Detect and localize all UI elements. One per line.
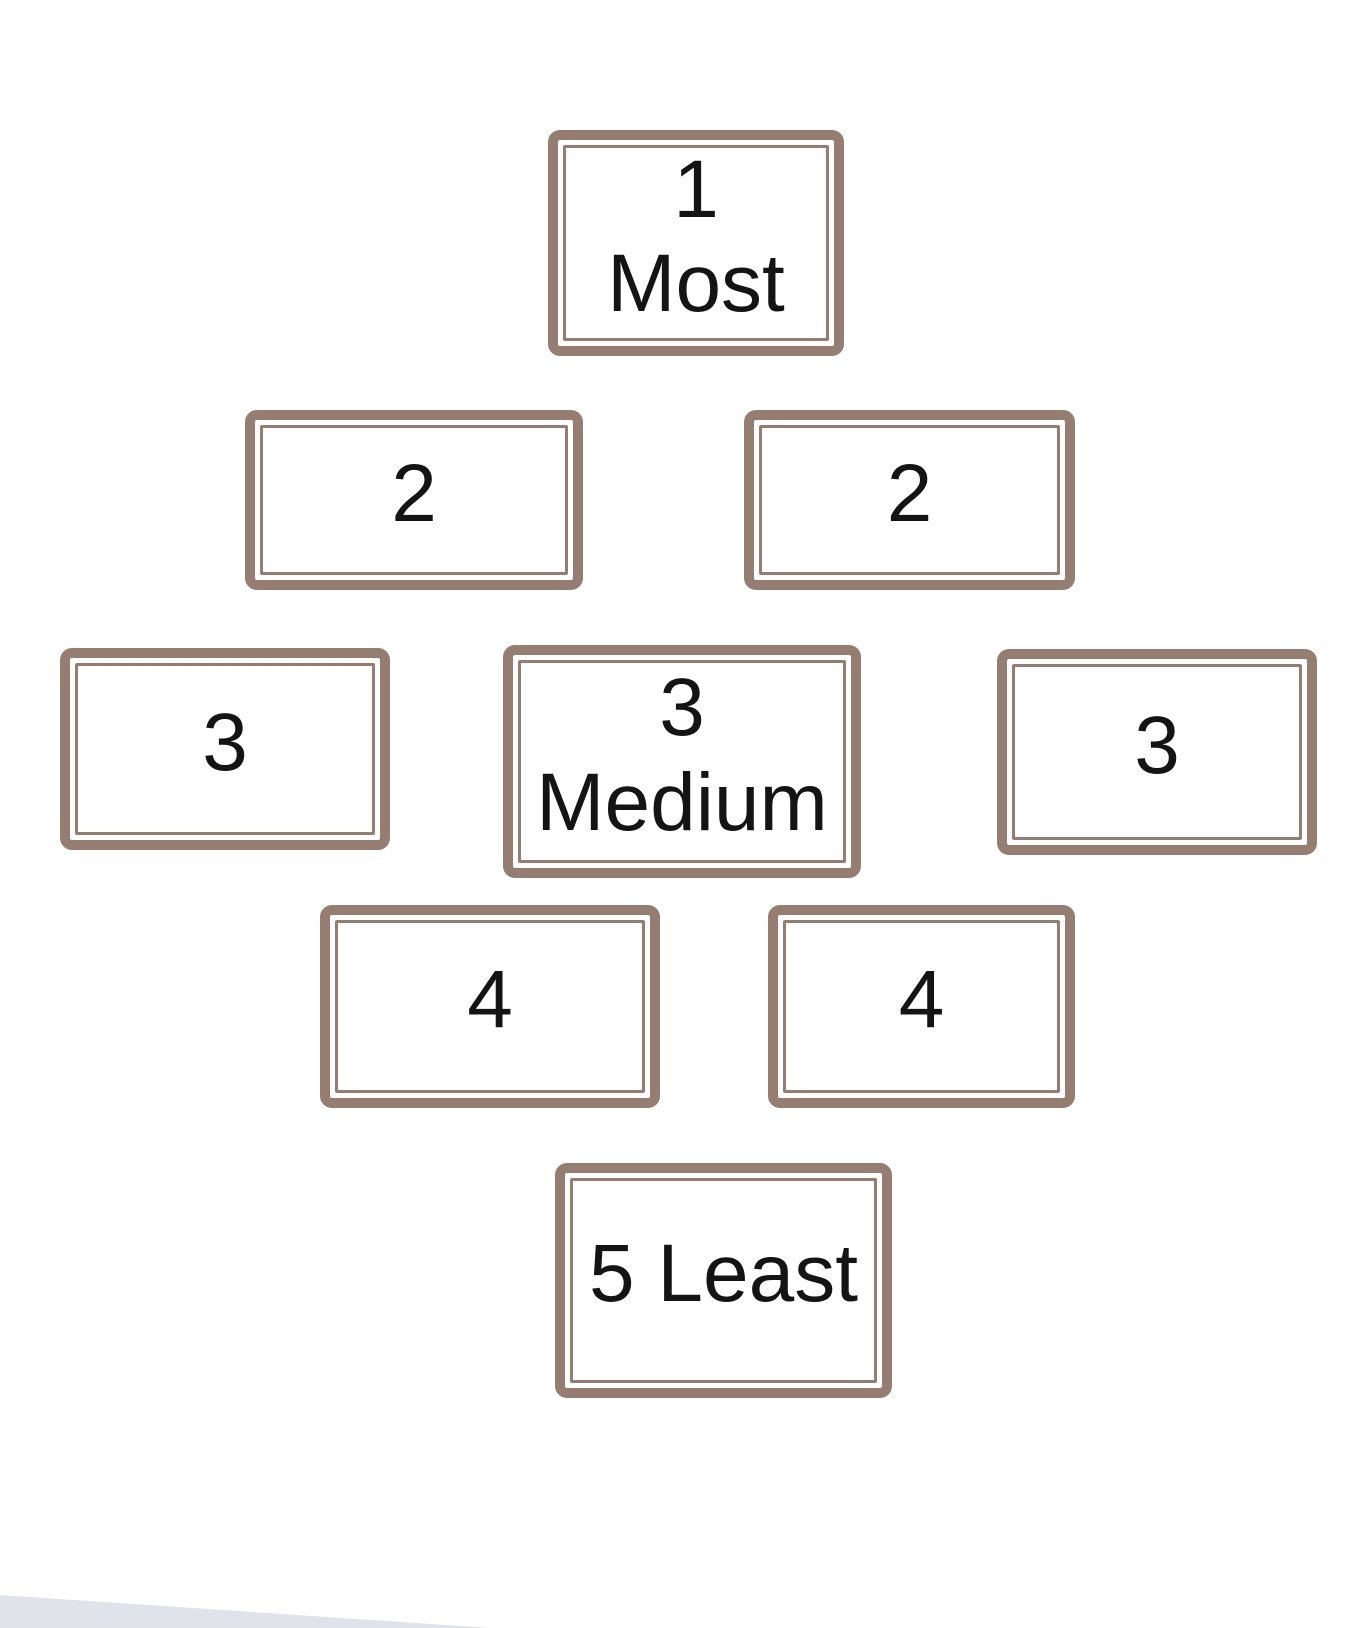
box-label: 3 [1134, 699, 1180, 793]
box-inner-frame: 3 Medium [518, 660, 846, 863]
box-inner-frame: 3 [1012, 664, 1302, 840]
box-label: 4 [899, 953, 945, 1047]
box-label: 2 [887, 447, 933, 541]
box-inner-frame: 2 [260, 425, 568, 575]
rank-box-3-left: 3 [60, 648, 390, 850]
box-label: 1 Most [607, 143, 785, 332]
box-inner-frame: 4 [335, 920, 645, 1093]
box-inner-frame: 5 Least [570, 1178, 877, 1383]
box-inner-frame: 2 [759, 425, 1060, 575]
rank-box-3-medium: 3 Medium [503, 645, 861, 878]
rank-box-3-right: 3 [997, 649, 1317, 855]
rank-box-4-right: 4 [768, 905, 1075, 1108]
rank-box-4-left: 4 [320, 905, 660, 1108]
box-label-line: 2 [391, 447, 437, 539]
box-label: 3 [202, 696, 248, 790]
rank-box-1-most: 1 Most [548, 130, 844, 356]
box-label-line: 2 [886, 447, 933, 539]
box-inner-frame: 4 [783, 920, 1060, 1093]
rank-box-2-left: 2 [245, 410, 583, 590]
box-label-line: 4 [898, 954, 945, 1046]
box-label-line: 3 [659, 662, 705, 754]
box-label-line: 3 [202, 696, 248, 788]
box-inner-frame: 3 [75, 663, 375, 835]
rank-box-5-least: 5 Least [555, 1163, 892, 1398]
rank-box-2-right: 2 [744, 410, 1075, 590]
box-label: 5 Least [589, 1227, 858, 1321]
box-inner-frame: 1 Most [563, 143, 829, 341]
box-label-line: 3 [1134, 699, 1180, 791]
box-label-line: 4 [467, 954, 513, 1046]
box-label-line: 5 Least [589, 1228, 858, 1320]
box-label-line: Medium [536, 756, 828, 848]
box-label: 3 Medium [536, 661, 828, 850]
box-label: 4 [467, 953, 513, 1047]
corner-decoration-wedge [0, 1595, 490, 1628]
box-label-line: 1 [673, 143, 719, 235]
box-label-line: Most [607, 238, 785, 329]
box-label: 2 [391, 447, 437, 541]
